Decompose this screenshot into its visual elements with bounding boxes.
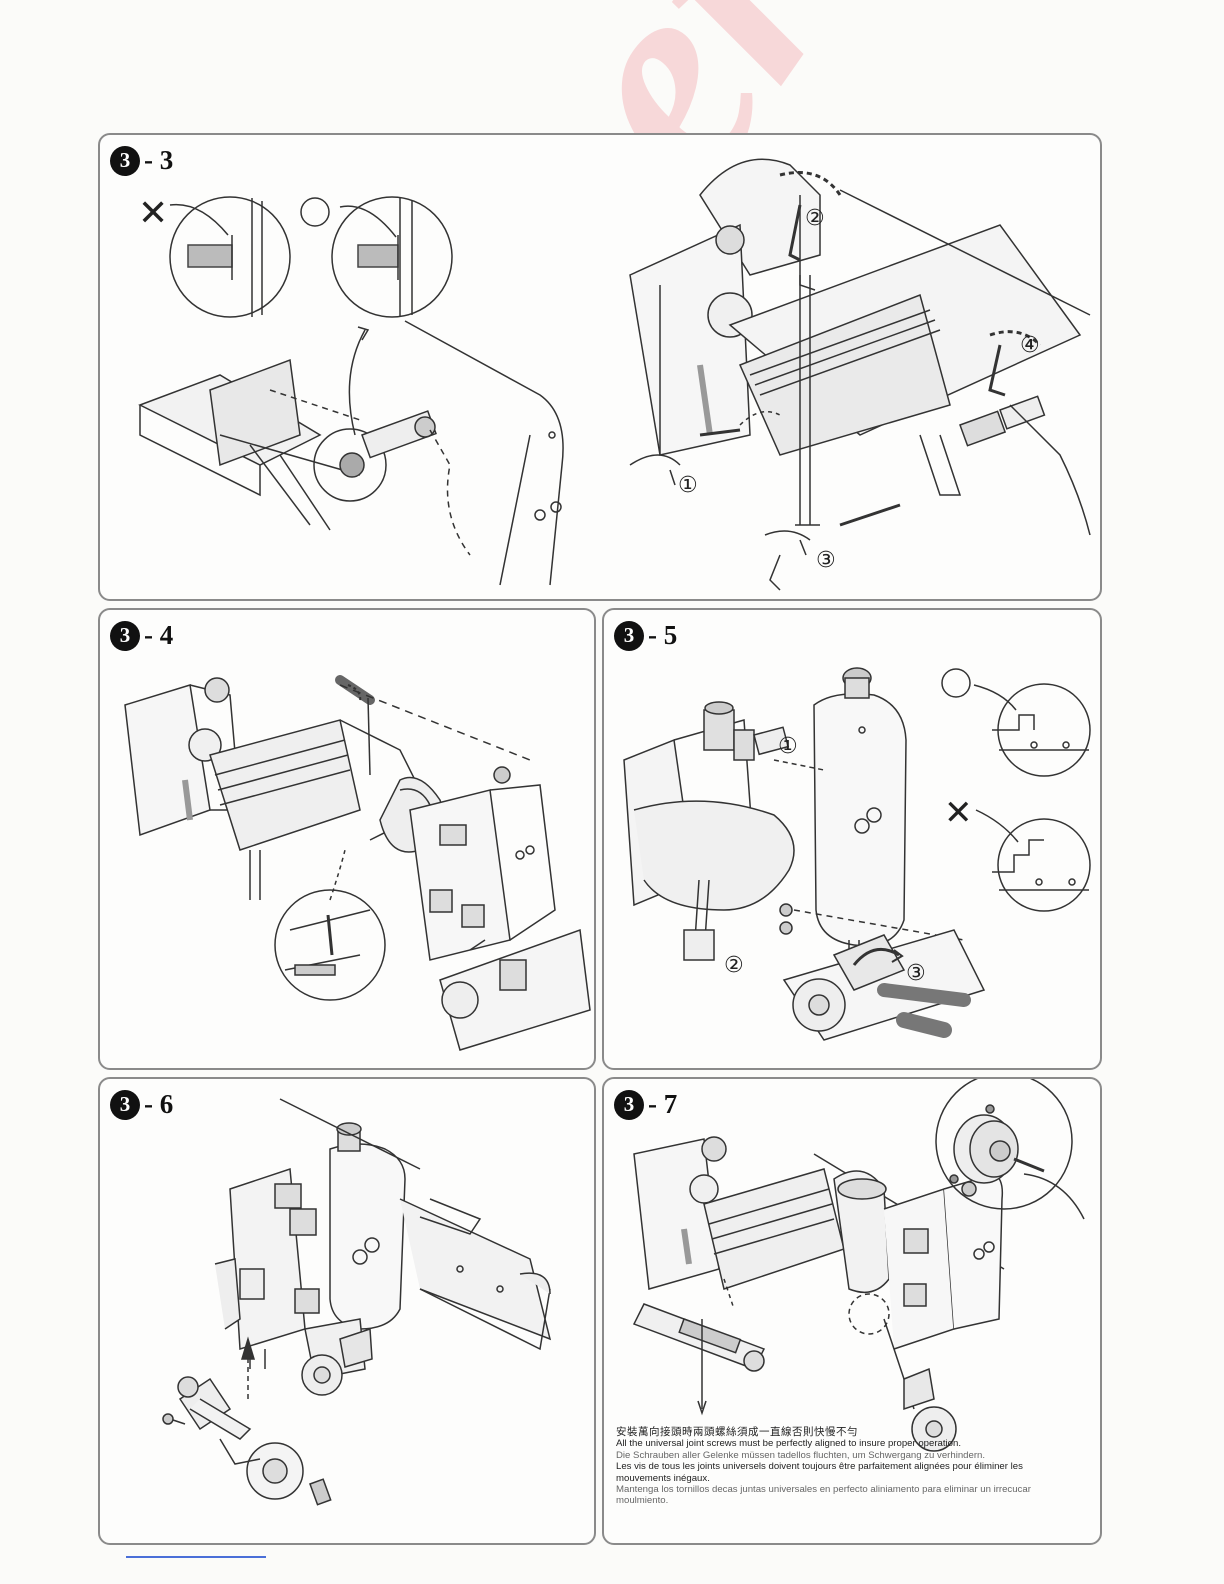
step-suffix: - 3: [144, 145, 174, 175]
step-suffix: - 6: [144, 1089, 174, 1119]
panel-step-3-7: 3 - 7: [602, 1077, 1102, 1545]
step-label: 3 - 6: [110, 1089, 173, 1120]
step-suffix: - 4: [144, 620, 174, 650]
callout-3-icon: ③: [906, 961, 926, 986]
note-german: Die Schrauben aller Gelenke müssen tadel…: [616, 1449, 986, 1461]
correct-mark-icon: [942, 669, 970, 697]
panel-step-3-6: 3 - 6: [98, 1077, 596, 1545]
step-number-badge: 3: [110, 1089, 140, 1120]
illustration-universal-joint-assembly: [604, 1079, 1100, 1543]
wrong-mark-icon: ✕: [944, 793, 973, 833]
callout-3-icon: ③: [816, 548, 836, 573]
panel-step-3-3: 3 - 3 ✕: [98, 133, 1102, 601]
callout-1-icon: ①: [678, 473, 698, 498]
step-label: 3 - 3: [110, 145, 173, 176]
detail-circle-incorrect: [998, 819, 1090, 911]
step-number-badge: 3: [614, 1089, 644, 1120]
step-suffix: - 5: [648, 620, 678, 650]
wrong-mark-icon: ✕: [138, 192, 168, 233]
callout-4-icon: ④: [1020, 333, 1040, 358]
detail-circle-right: [332, 197, 452, 317]
illustration-tensioner-mount: [100, 610, 594, 1068]
step-number-badge: 3: [110, 620, 140, 651]
step-number-badge: 3: [614, 620, 644, 651]
correct-mark-icon: [301, 198, 329, 226]
note-spanish: Mantenga los tornillos decas juntas univ…: [616, 1484, 1031, 1507]
note-english: All the universal joint screws must be p…: [616, 1438, 962, 1450]
step-number-badge: 3: [110, 145, 140, 176]
illustration-roller-foot-install: [100, 1079, 594, 1543]
step-label: 3 - 4: [110, 620, 173, 651]
note-chinese: 安裝萬向接頭時兩頭螺絲須成一直線否則快慢不勻: [616, 1426, 858, 1438]
footer-link-line: [126, 1556, 266, 1558]
callout-2-icon: ②: [724, 953, 744, 978]
callout-2-icon: ②: [805, 206, 825, 231]
step-label: 3 - 5: [614, 620, 677, 651]
detail-circle-pulley: [936, 1079, 1072, 1209]
assembly-notes: 安裝萬向接頭時兩頭螺絲須成一直線否則快慢不勻 All the universal…: [616, 1426, 1076, 1507]
panel-step-3-5: 3 - 5: [602, 608, 1102, 1070]
step-label: 3 - 7: [614, 1089, 677, 1120]
panel-step-3-4: 3 - 4: [98, 608, 596, 1070]
note-french: Les vis de tous les joints universels do…: [616, 1461, 1023, 1484]
illustration-arm-shaft-adjustment: ✕: [138, 135, 1100, 599]
callout-1-icon: ①: [778, 734, 798, 759]
step-suffix: - 7: [648, 1089, 678, 1119]
detail-circle-bushing: [314, 429, 386, 501]
illustration-needle-bar-alignment: ✕ ① ② ③: [604, 610, 1100, 1068]
detail-circle-hook: [275, 890, 385, 1000]
detail-circle-wrong: [170, 197, 290, 317]
